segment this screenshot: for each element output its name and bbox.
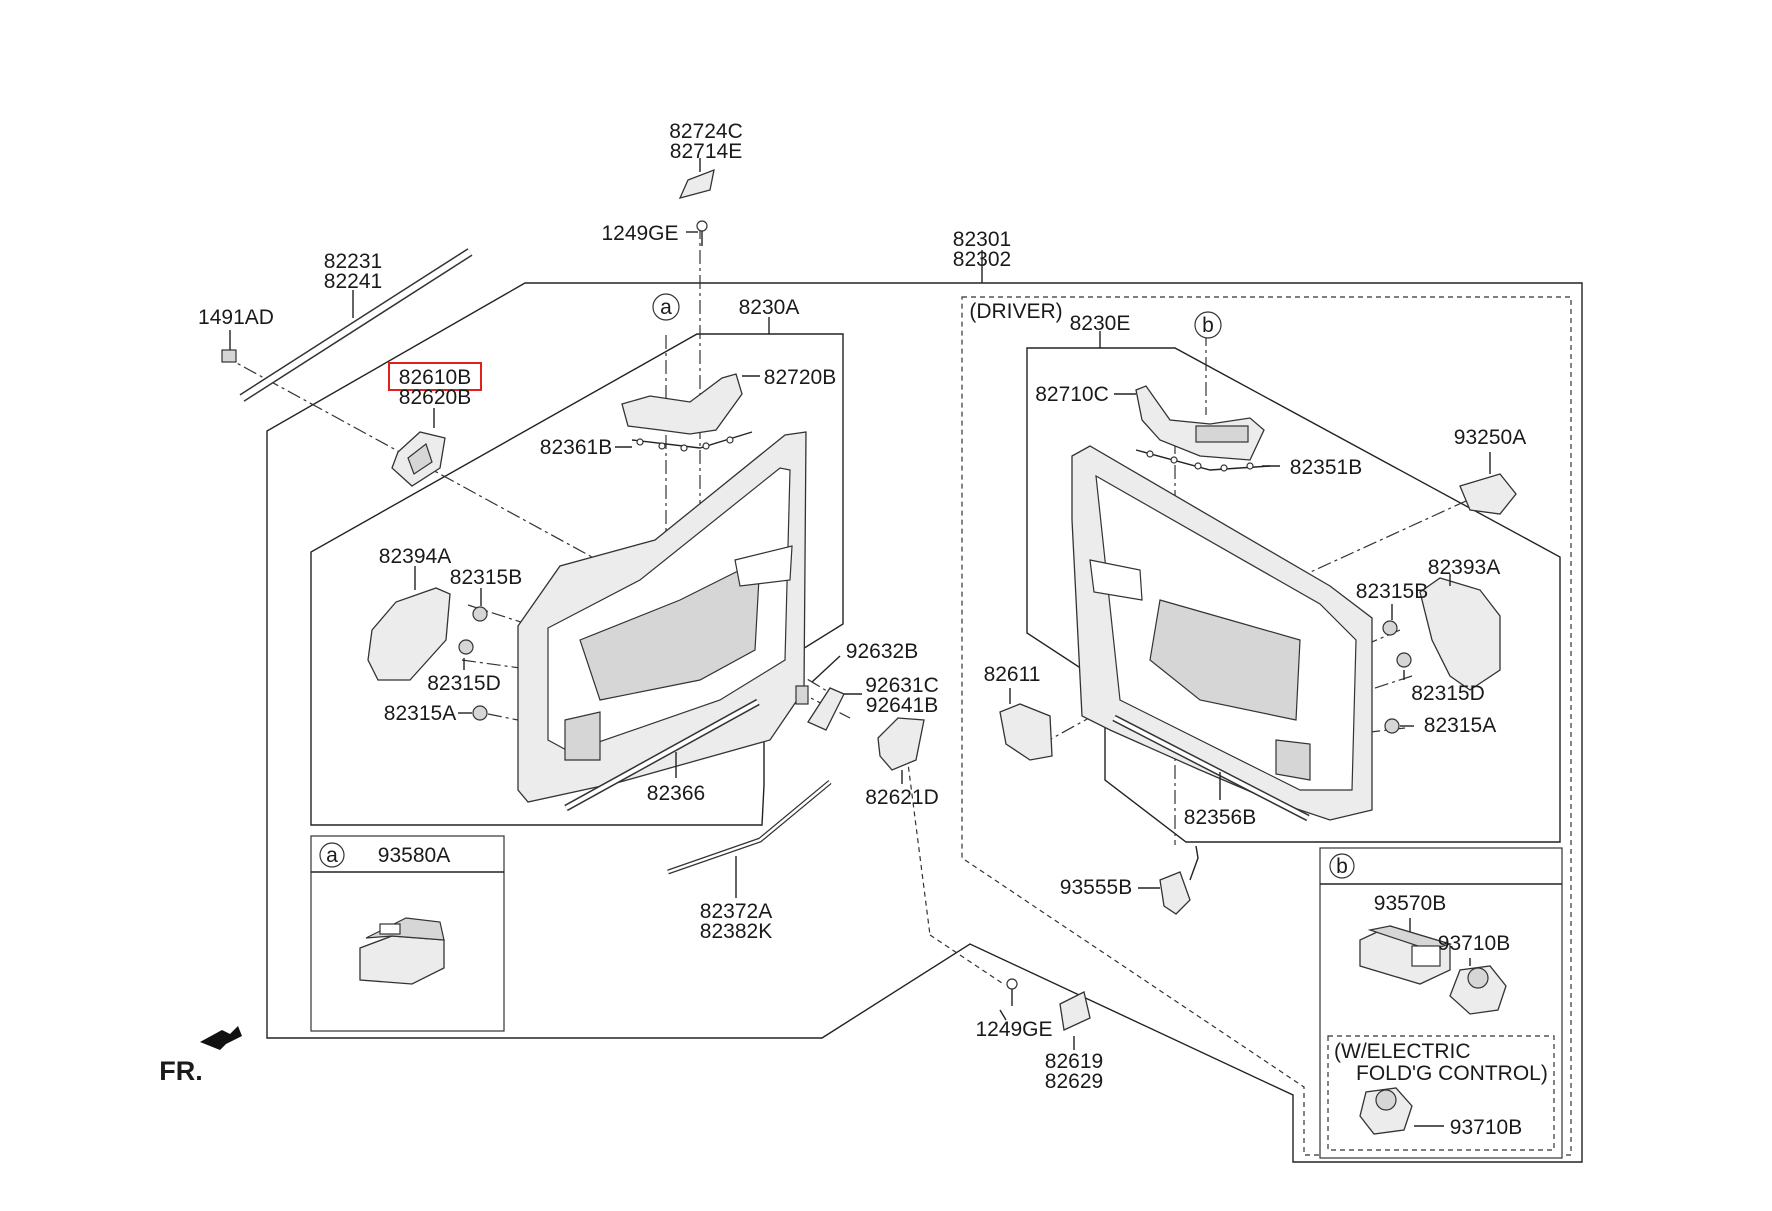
right-panel-outline — [1026, 347, 1561, 843]
callout-82382k: 82382K — [700, 920, 772, 943]
callout-82366: 82366 — [647, 782, 705, 805]
callout-82611: 82611 — [984, 663, 1041, 686]
clip-82315d-left-part — [458, 639, 474, 655]
callout-82241: 82241 — [324, 270, 382, 293]
lamp-92632b-part — [795, 685, 809, 705]
callout-1249ge-top: 1249GE — [601, 222, 678, 245]
callout-82315d-left: 82315D — [427, 672, 501, 695]
electric-fold-label-line2: FOLD'G CONTROL) — [1356, 1062, 1548, 1085]
callout-82351b: 82351B — [1290, 456, 1362, 479]
callout-82724c: 82724C — [669, 120, 743, 143]
callout-82619: 82619 — [1045, 1050, 1103, 1073]
driver-label: (DRIVER) — [969, 300, 1062, 323]
callout-82710c: 82710C — [1035, 383, 1109, 406]
callout-93555b: 93555B — [1060, 876, 1132, 899]
callout-82356b: 82356B — [1184, 806, 1256, 829]
callout-92632b: 92632B — [846, 640, 918, 663]
callout-82720b: 82720B — [764, 366, 836, 389]
inset-a-marker-label: a — [326, 844, 338, 867]
switch-93555b-part — [1159, 871, 1191, 915]
inset-a-marker-circle — [319, 842, 345, 868]
mirror-switch-93710b-a-part — [1449, 965, 1507, 1015]
lamp-92631c-part — [807, 687, 845, 731]
clip-82315a-left-part — [472, 705, 488, 721]
marker-a-circle — [652, 293, 680, 321]
clip-82315a-right-part — [1384, 718, 1400, 734]
callout-82393a: 82393A — [1428, 556, 1500, 579]
callout-93710b-a: 93710B — [1438, 932, 1510, 955]
callout-82315b-right: 82315B — [1356, 580, 1428, 603]
callout-82231: 82231 — [324, 250, 382, 273]
belt-molding-strip-part — [239, 248, 473, 402]
window-switch-93580a-part — [359, 917, 445, 985]
handle-82611-part — [999, 703, 1053, 761]
callout-82301: 82301 — [953, 228, 1011, 251]
callout-82621d: 82621D — [865, 786, 939, 809]
inset-b-marker-circle — [1329, 853, 1355, 879]
callout-82302: 82302 — [953, 248, 1011, 271]
electric-fold-control-group — [1327, 1035, 1555, 1151]
handle-82621d-part — [877, 717, 925, 771]
master-window-switch-93570b-part — [1359, 925, 1453, 985]
callout-1249ge-bottom: 1249GE — [975, 1018, 1052, 1041]
switch-bezel-82720b-part — [621, 373, 743, 435]
mirror-switch-93250a-part — [1459, 473, 1517, 515]
callout-82315a-left: 82315A — [384, 702, 456, 725]
callout-1491ad: 1491AD — [198, 306, 274, 329]
cover-82619-part — [1059, 991, 1091, 1031]
mirror-switch-93710b-b-part — [1359, 1087, 1413, 1135]
callout-92631c: 92631C — [865, 674, 939, 697]
callout-93570b: 93570B — [1374, 892, 1446, 915]
1491ad-clip-part — [221, 349, 237, 363]
highlight-82610b-box — [388, 362, 482, 391]
clip-82315b-right-part — [1382, 620, 1398, 636]
clip-82315b-left-part — [472, 606, 488, 622]
callout-92641b: 92641B — [866, 694, 938, 717]
marker-b-circle — [1194, 311, 1222, 339]
callout-82620b: 82620B — [399, 386, 471, 409]
callout-82629: 82629 — [1045, 1070, 1103, 1093]
callout-93250a: 93250A — [1454, 426, 1526, 449]
callout-82315d-right: 82315D — [1411, 682, 1485, 705]
inset-b-marker-label: b — [1336, 855, 1348, 878]
armrest-cap-82394a-part — [367, 587, 451, 681]
main-assembly-outline — [266, 282, 1583, 1163]
callout-82315b-left: 82315B — [450, 566, 522, 589]
left-panel-outline — [310, 333, 844, 826]
callout-8230a: 8230A — [739, 296, 800, 319]
callout-82394a: 82394A — [379, 545, 451, 568]
screw-icon — [696, 220, 708, 246]
clip-strip-82361b-part — [631, 431, 753, 449]
armrest-cap-82393a-part — [1419, 577, 1501, 691]
callout-82714e: 82714E — [670, 140, 742, 163]
door-trim-panel-right-part — [1071, 445, 1373, 821]
callout-93580a: 93580A — [378, 844, 450, 867]
clip-82315d-right-part — [1396, 652, 1412, 668]
marker-b-label: b — [1202, 314, 1214, 337]
callout-8230e: 8230E — [1070, 312, 1131, 335]
callout-82372a: 82372A — [700, 900, 772, 923]
callout-93710b-b: 93710B — [1450, 1116, 1522, 1139]
switch-bezel-82710c-part — [1135, 385, 1265, 461]
front-direction-label: FR. — [159, 1056, 203, 1086]
callout-82315a-right: 82315A — [1424, 714, 1496, 737]
door-trim-panel-left-part — [517, 431, 807, 803]
callout-82610b: 82610B — [399, 366, 471, 389]
callout-82361b: 82361B — [540, 436, 612, 459]
marker-a-label: a — [660, 296, 672, 319]
82724c-cover-part — [678, 168, 715, 199]
screw-bottom-icon — [1006, 978, 1018, 1006]
front-direction-arrow-icon — [200, 1026, 242, 1050]
electric-fold-label-line1: (W/ELECTRIC — [1334, 1040, 1471, 1063]
inset-b-box — [1319, 847, 1563, 1159]
